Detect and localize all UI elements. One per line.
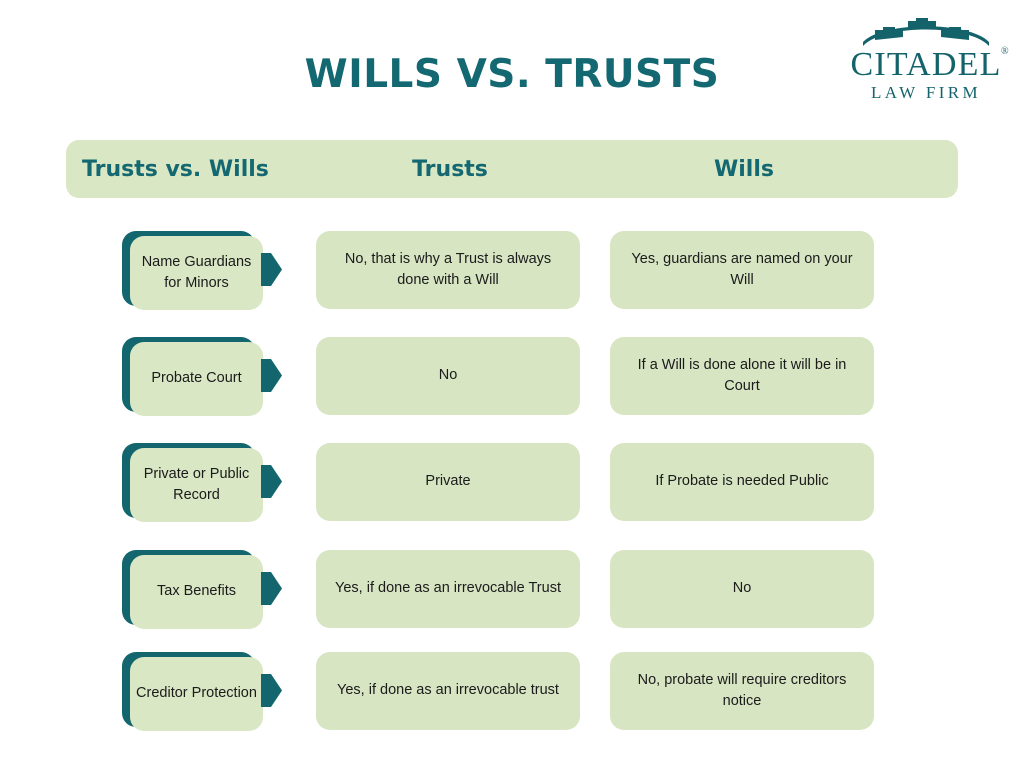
row-label-text: Name Guardians for Minors [141,253,252,291]
column-header-criteria: Trusts vs. Wills [82,156,269,182]
cell-trusts: No [316,337,580,415]
row-label-group: Creditor Protection [122,652,282,731]
row-label-text: Private or Public Record [143,465,250,503]
arrow-right-icon [261,674,282,707]
table-row: Creditor Protection Yes, if done as an i… [0,652,1024,731]
logo-wordmark: CITADEL [850,46,1002,83]
arrow-right-icon [261,253,282,286]
row-label-box: Creditor Protection [130,657,263,731]
cell-wills: Yes, guardians are named on your Will [610,231,874,309]
cell-wills-text: No, probate will require creditors notic… [637,671,847,709]
column-header-trusts: Trusts [412,156,488,182]
arrow-right-icon [261,572,282,605]
row-label-group: Probate Court [122,337,282,416]
cell-wills: If a Will is done alone it will be in Co… [610,337,874,415]
table-row: Tax Benefits Yes, if done as an irrevoca… [0,550,1024,629]
cell-trusts: Yes, if done as an irrevocable Trust [316,550,580,628]
row-label-box: Name Guardians for Minors [130,236,263,310]
row-label-group: Tax Benefits [122,550,282,629]
arrow-right-icon [261,465,282,498]
table-row: Name Guardians for Minors No, that is wh… [0,231,1024,310]
row-label-text: Tax Benefits [157,583,236,600]
cell-wills: No [610,550,874,628]
cell-trusts-text: No [438,367,458,384]
cell-wills: No, probate will require creditors notic… [610,652,874,730]
registered-trademark-icon: ® [1001,46,1009,57]
column-header-wills: Wills [714,156,774,182]
row-label-text: Creditor Protection [136,685,257,702]
row-label-box: Tax Benefits [130,555,263,629]
cell-wills-text: Yes, guardians are named on your Will [631,250,853,288]
row-label-box: Probate Court [130,342,263,416]
table-row: Probate Court No If a Will is done alone… [0,337,1024,416]
row-label-box: Private or Public Record [130,448,263,522]
logo-tagline: LAW FIRM [870,83,982,102]
arrow-right-icon [261,359,282,392]
page-title: WILLS VS. TRUSTS [304,52,720,97]
row-label-text: Probate Court [151,370,242,387]
castle-crown-icon [863,18,989,46]
cell-wills-text: No [732,580,752,597]
cell-wills-text: If Probate is needed Public [655,473,829,490]
row-label-group: Private or Public Record [122,443,282,522]
cell-wills-text: If a Will is done alone it will be in Co… [637,356,847,394]
table-row: Private or Public Record Private If Prob… [0,443,1024,522]
table-header-band: Trusts vs. Wills Trusts Wills [66,140,958,198]
cell-trusts: Yes, if done as an irrevocable trust [316,652,580,730]
cell-trusts-text: Yes, if done as an irrevocable Trust [335,580,561,597]
cell-trusts-text: Yes, if done as an irrevocable trust [337,682,559,699]
cell-trusts-text: Private [425,473,471,490]
company-logo: CITADEL ® LAW FIRM [836,16,1016,108]
cell-wills: If Probate is needed Public [610,443,874,521]
cell-trusts: Private [316,443,580,521]
cell-trusts: No, that is why a Trust is always done w… [316,231,580,309]
row-label-group: Name Guardians for Minors [122,231,282,310]
cell-trusts-text: No, that is why a Trust is always done w… [344,250,552,288]
